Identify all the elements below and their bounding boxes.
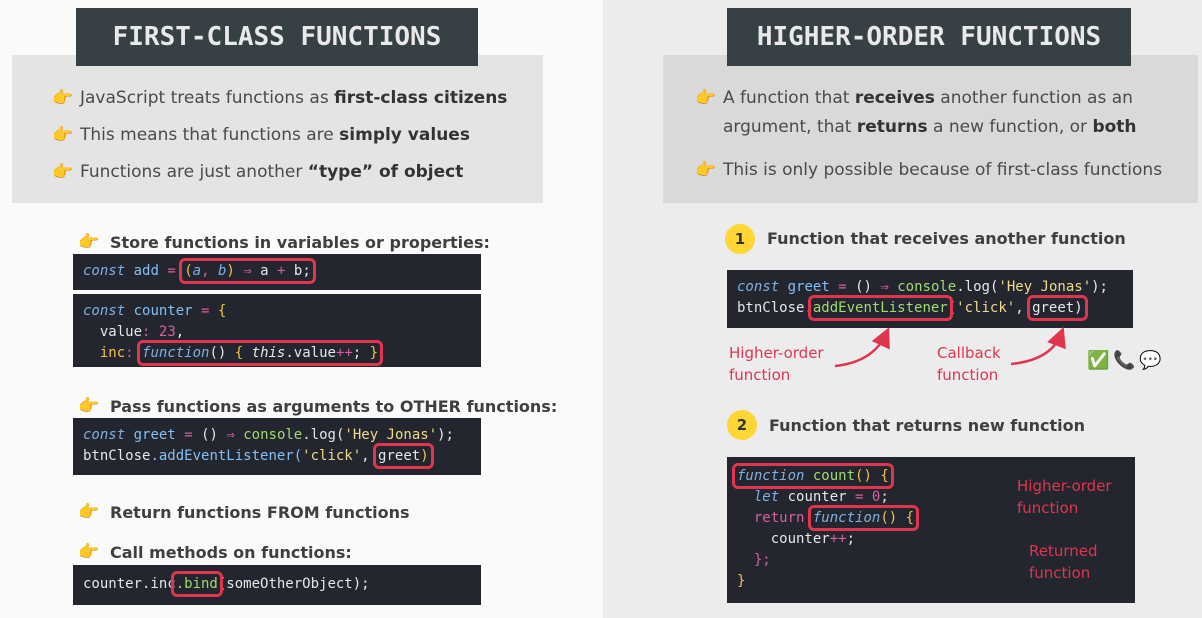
pointing-hand-icon: 👉 (78, 232, 100, 252)
sub-call-methods: 👉 Call methods on functions: (78, 538, 352, 567)
code-add-arrow: const add = (a, b) ⇒ a + b; (73, 254, 481, 290)
higher-order-summary-box (663, 55, 1198, 203)
pointing-hand-icon: 👉 (695, 88, 717, 108)
bullet-receives-returns: 👉 A function that receives another funct… (695, 84, 1137, 142)
number-badge-2: 2 (727, 410, 757, 440)
pointing-hand-icon: 👉 (52, 125, 74, 145)
checkmark-icon: ✅ (1087, 350, 1110, 371)
arrow-to-greet-callback (1010, 327, 1066, 366)
pointing-hand-icon: 👉 (78, 502, 100, 522)
bullet-only-possible: 👉 This is only possible because of first… (695, 156, 1162, 185)
pointing-hand-icon: 👉 (52, 88, 74, 108)
item2-label: Function that returns new function (769, 416, 1086, 435)
bullet-first-class-citizens: 👉 JavaScript treats functions as first-c… (52, 84, 507, 113)
sub-store-functions: 👉 Store functions in variables or proper… (78, 228, 490, 257)
number-badge-1: 1 (725, 224, 755, 254)
code-counter-object: const counter = { value: 23, inc: functi… (73, 294, 481, 367)
higher-order-title: HIGHER-ORDER FUNCTIONS (727, 8, 1131, 66)
code-greet-callback: const greet = () ⇒ console.log('Hey Jona… (727, 270, 1133, 328)
left-panel: FIRST-CLASS FUNCTIONS 👉 JavaScript treat… (12, 8, 558, 605)
item1-label: Function that receives another function (767, 229, 1126, 248)
speech-bubble-icon: 💬 (1139, 350, 1162, 371)
arrow-to-add-event-listener (834, 327, 890, 368)
code-count-closure: function count() { let counter = 0; retu… (727, 457, 1135, 603)
right-panel: HIGHER-ORDER FUNCTIONS 👉 A function that… (603, 0, 1202, 618)
sub-pass-functions: 👉 Pass functions as arguments to OTHER f… (78, 392, 557, 421)
code-greet-listener: const greet = () ⇒ console.log('Hey Jona… (73, 418, 481, 475)
pointing-hand-icon: 👉 (78, 396, 100, 416)
pointing-hand-icon: 👉 (52, 162, 74, 182)
first-class-summary-box (12, 55, 543, 203)
phone-icon: 📞 (1113, 350, 1136, 371)
pointing-hand-icon: 👉 (78, 542, 100, 562)
pointing-hand-icon: 👉 (695, 160, 717, 180)
bullet-simply-values: 👉 This means that functions are simply v… (52, 121, 470, 150)
first-class-title: FIRST-CLASS FUNCTIONS (76, 8, 478, 66)
code-bind: counter.inc.bind(someOtherObject); (73, 565, 481, 605)
bullet-type-of-object: 👉 Functions are just another “type” of o… (52, 158, 463, 187)
sub-return-functions: 👉 Return functions FROM functions (78, 498, 410, 527)
